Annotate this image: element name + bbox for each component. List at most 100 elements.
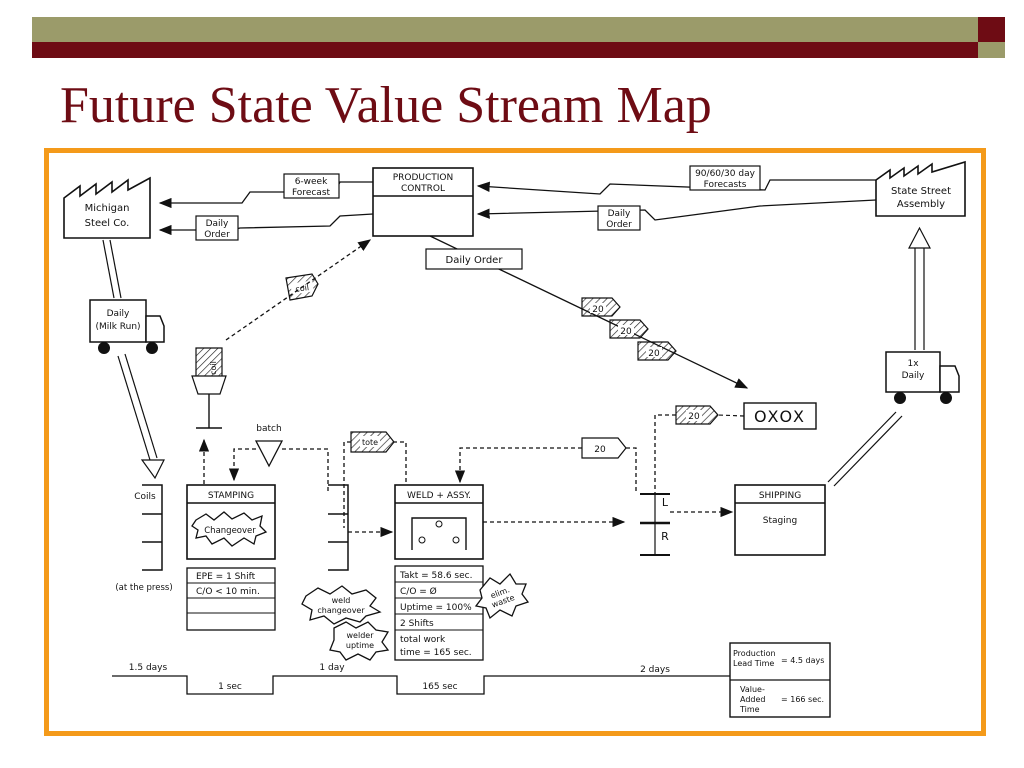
production-kanban-label: 20: [594, 445, 606, 455]
weld-changeover-line2: changeover: [317, 606, 365, 615]
coils-label: Coils: [134, 492, 156, 502]
forecast-left-line2: Forecast: [292, 188, 331, 198]
stamping-process-box: STAMPING Changeover: [186, 484, 276, 560]
timeline-proc2: 165 sec: [422, 682, 457, 692]
lead-time-label-line1: Production: [733, 649, 776, 658]
load-leveling-box: OXOX: [743, 402, 817, 430]
tote-to-supermarket-line: [343, 441, 351, 528]
weld-data-shifts: 2 Shifts: [400, 619, 434, 629]
daily-order-right-line1: Daily: [608, 209, 631, 219]
va-label-line2: Added: [740, 695, 766, 704]
coils-supermarket: Coils (at the press): [115, 484, 173, 593]
supplier-name-line2: Steel Co.: [85, 218, 130, 229]
daily-order-left-label: Daily Order: [195, 215, 239, 241]
weld-to-tote-line: [394, 441, 407, 482]
supplier-name-line1: Michigan: [85, 203, 130, 214]
inbound-truck-line1: Daily: [107, 309, 130, 319]
coil-post-label: coil: [209, 361, 218, 375]
customer-factory: State Street Assembly: [875, 160, 966, 217]
daily-order-right-label: Daily Order: [597, 205, 641, 231]
welder-uptime-line1: welder: [347, 631, 375, 640]
forecast-left-label: 6-week Forecast: [283, 173, 340, 199]
info-flows: [158, 179, 877, 389]
batch-label: batch: [256, 424, 281, 434]
weld-changeover-line1: weld: [332, 596, 351, 605]
production-control-line1: PRODUCTION: [393, 173, 454, 183]
forecast-right-label: 90/60/30 day Forecasts: [689, 165, 761, 191]
leveling-to-card-line: [717, 414, 745, 417]
production-control-box: PRODUCTION CONTROL: [372, 167, 474, 237]
kanban-card-top: 20: [675, 405, 719, 425]
lead-time-value: = 4.5 days: [781, 656, 824, 665]
batch-to-stamping-line: [228, 448, 256, 482]
inbound-truck: Daily (Milk Run): [89, 299, 165, 354]
welder-uptime-line2: uptime: [346, 641, 374, 650]
welder-uptime-burst: welder uptime: [329, 621, 390, 661]
production-control-line2: CONTROL: [401, 184, 445, 194]
header-corner-maroon: [978, 17, 1005, 42]
timeline-wait2: 1 day: [319, 663, 345, 673]
weld-data-uptime: Uptime = 100%: [400, 603, 472, 613]
weld-process-box: WELD + ASSY.: [394, 484, 484, 560]
stamping-supermarket: [328, 484, 349, 571]
forecast-right-line1: 90/60/30 day: [695, 169, 756, 179]
shipping-title: SHIPPING: [759, 491, 801, 501]
withdrawal-kanban-stack: 20 20 20: [581, 297, 677, 361]
timeline: [112, 675, 730, 695]
production-kanban: 20: [581, 437, 627, 459]
kanban-card-3-label: 20: [648, 349, 660, 359]
header-olive-bar: [32, 17, 978, 42]
inbound-truck-line2: (Milk Run): [95, 322, 140, 332]
stamping-data-box: EPE = 1 Shift C/O < 10 min.: [186, 567, 276, 631]
outbound-truck-line1: 1x: [907, 359, 919, 369]
customer-name-line2: Assembly: [897, 199, 945, 210]
outbound-truck-line2: Daily: [902, 371, 925, 381]
shipment-arrows: [102, 226, 931, 487]
stamping-title: STAMPING: [208, 491, 254, 501]
timeline-wait1: 1.5 days: [129, 663, 168, 673]
batch-signal: batch: [254, 424, 284, 468]
coil-kanban-label: coil: [295, 283, 310, 294]
timeline-proc1: 1 sec: [218, 682, 242, 692]
kanban-card-1-label: 20: [592, 305, 604, 315]
elim-waste-burst: elim. waste: [474, 572, 530, 620]
finished-goods-supermarket: L R: [640, 493, 670, 556]
tote-kanban: tote: [350, 431, 395, 453]
weld-title: WELD + ASSY.: [407, 491, 471, 501]
shipping-staging: Staging: [763, 516, 797, 526]
fg-label-l: L: [662, 496, 669, 509]
weld-data-takt: Takt = 58.6 sec.: [399, 571, 472, 581]
weld-changeover-burst: weld changeover: [301, 585, 382, 625]
forecast-right-line2: Forecasts: [704, 180, 747, 190]
kanban-to-weld-line: [454, 447, 582, 484]
va-label-line1: Value-: [740, 685, 765, 694]
weld-data-work-line1: total work: [400, 635, 446, 645]
load-leveling-label: OXOX: [754, 407, 806, 426]
coil-signal-post: coil: [191, 347, 227, 429]
leveling-to-supermarket-line: [654, 414, 676, 494]
changeover-burst-label: Changeover: [204, 526, 256, 536]
daily-order-left-line1: Daily: [206, 219, 229, 229]
slide-title: Future State Value Stream Map: [60, 77, 712, 134]
outbound-truck: 1x Daily: [885, 351, 960, 404]
weld-data-work-line2: time = 165 sec.: [400, 648, 472, 658]
forecast-left-line1: 6-week: [295, 177, 328, 187]
at-press-label: (at the press): [115, 583, 172, 593]
fg-label-r: R: [661, 530, 669, 543]
daily-order-box-label: Daily Order: [446, 255, 504, 266]
supplier-factory: Michigan Steel Co.: [63, 176, 151, 239]
supermarket-to-batch-line: [282, 448, 329, 494]
daily-order-left-line2: Order: [204, 230, 230, 240]
daily-order-right-line2: Order: [606, 220, 632, 230]
lead-time-box: Production Lead Time = 4.5 days Value- A…: [729, 642, 831, 718]
va-label-line3: Time: [739, 705, 760, 714]
header-corner-olive: [978, 42, 1005, 58]
kanban-post-line: [626, 447, 637, 494]
timeline-wait3: 2 days: [640, 665, 670, 675]
va-value: = 166 sec.: [781, 695, 824, 704]
kanban-card-top-label: 20: [688, 412, 700, 422]
coil-signal-line: [225, 239, 372, 341]
header-maroon-bar: [32, 42, 978, 58]
customer-name-line1: State Street: [891, 186, 951, 197]
